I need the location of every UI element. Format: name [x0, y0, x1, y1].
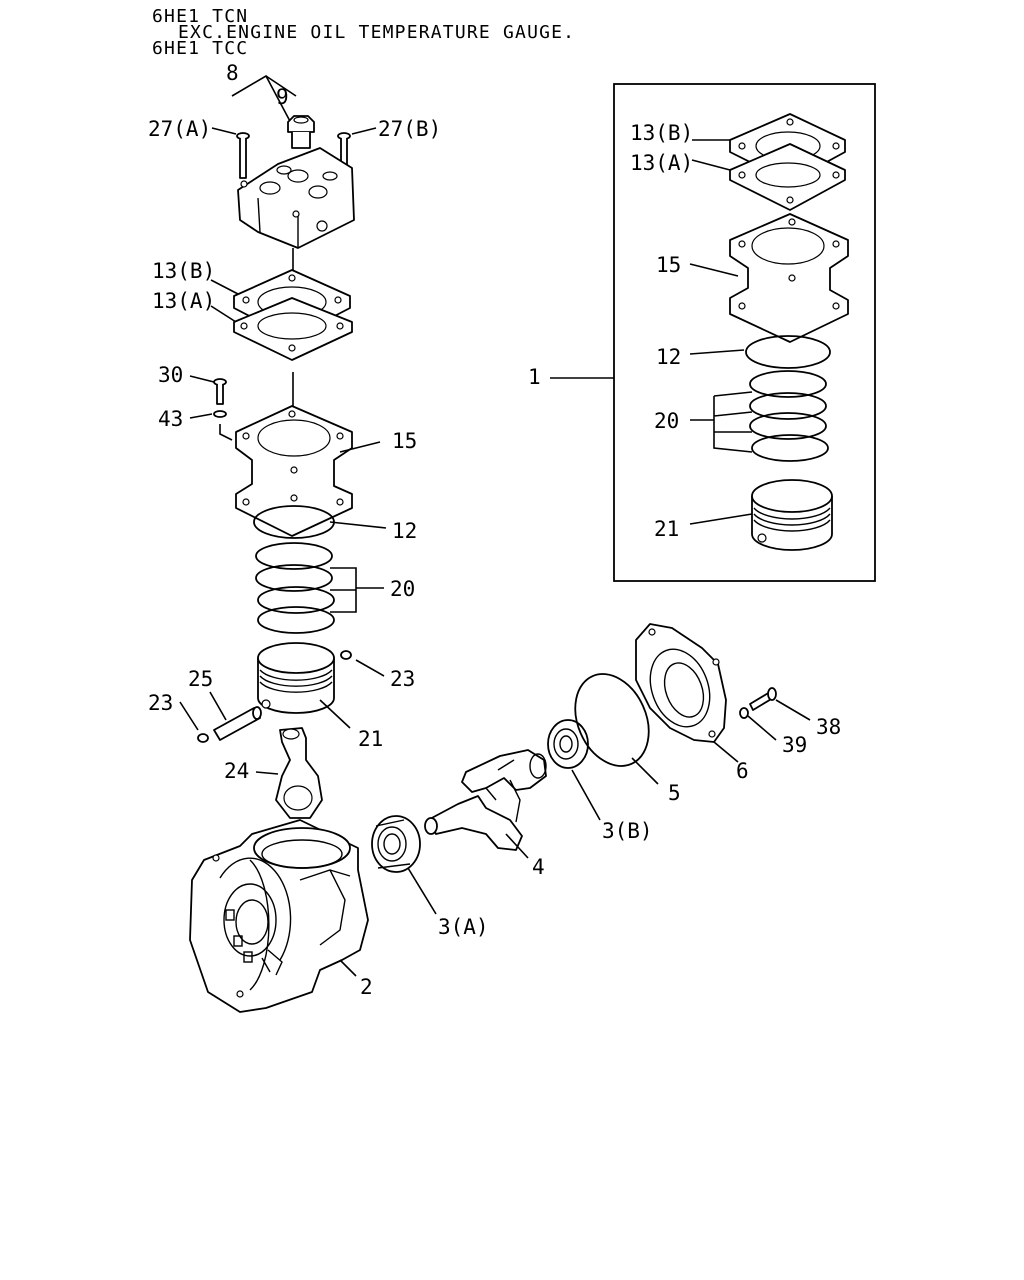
callout-13b-kit: 13(B)	[630, 121, 693, 145]
callout-38: 38	[816, 715, 841, 739]
main-piston-21	[257, 642, 335, 714]
callout-13a-kit: 13(A)	[630, 151, 693, 175]
main-cylinder-15	[235, 405, 353, 537]
kit-gasket-13a	[729, 143, 846, 211]
kit-cylinder-15	[729, 213, 849, 343]
callout-2: 2	[360, 975, 373, 999]
kit-oring-12	[745, 335, 831, 369]
main-gasket-13a	[233, 297, 353, 361]
callout-43: 43	[158, 407, 183, 431]
header-line-1: 6HE1 TCN	[152, 6, 249, 27]
callout-4: 4	[532, 855, 545, 879]
washer-39	[739, 707, 749, 719]
callout-3b: 3(B)	[602, 819, 653, 843]
snap-ring-23-left	[197, 733, 209, 743]
callout-13b-main: 13(B)	[152, 259, 215, 283]
kit-piston-rings-20	[749, 370, 829, 462]
callout-30: 30	[158, 363, 183, 387]
rear-cover-6	[635, 623, 727, 743]
kit-box-frame	[613, 83, 876, 582]
bolt-27a	[236, 132, 250, 179]
callout-21-kit: 21	[654, 517, 679, 541]
callout-20-kit: 20	[654, 409, 679, 433]
piston-pin-25	[213, 706, 262, 741]
callout-24: 24	[224, 759, 249, 783]
cylinder-head-8	[237, 147, 355, 249]
bearing-3a	[371, 815, 421, 873]
washer-43	[213, 410, 227, 418]
connecting-rod-24	[275, 727, 323, 819]
oring-5	[574, 673, 650, 767]
callout-9: 9	[276, 85, 289, 109]
callout-12-main: 12	[392, 519, 417, 543]
snap-ring-23-right	[340, 650, 352, 660]
callout-3a: 3(A)	[438, 915, 489, 939]
callout-23-left: 23	[148, 691, 173, 715]
callout-5: 5	[668, 781, 681, 805]
callout-15-kit: 15	[656, 253, 681, 277]
crankshaft-4	[424, 749, 547, 851]
callout-27b: 27(B)	[378, 117, 441, 141]
leader-lines	[179, 127, 811, 977]
callout-1: 1	[528, 365, 541, 389]
callout-20-main: 20	[390, 577, 415, 601]
header-line-3: 6HE1 TCC	[152, 38, 249, 59]
crankcase-2	[189, 819, 369, 1013]
callout-27a: 27(A)	[148, 117, 211, 141]
bearing-3b	[547, 719, 589, 769]
main-piston-rings-20	[255, 542, 335, 634]
header-line-2: EXC.ENGINE OIL TEMPERATURE GAUGE.	[178, 22, 576, 43]
bolt-30	[213, 378, 227, 405]
callout-39: 39	[782, 733, 807, 757]
kit-piston-21	[751, 479, 833, 551]
callout-12-kit: 12	[656, 345, 681, 369]
callout-25: 25	[188, 667, 213, 691]
callout-21-main: 21	[358, 727, 383, 751]
callout-15-main: 15	[392, 429, 417, 453]
leader-8	[231, 74, 301, 141]
callout-13a-main: 13(A)	[152, 289, 215, 313]
callout-6: 6	[736, 759, 749, 783]
bolt-38	[749, 687, 777, 711]
callout-23-right: 23	[390, 667, 415, 691]
callout-8: 8	[226, 61, 239, 85]
bolt-30-leader	[219, 424, 233, 441]
plug-9	[287, 115, 315, 149]
